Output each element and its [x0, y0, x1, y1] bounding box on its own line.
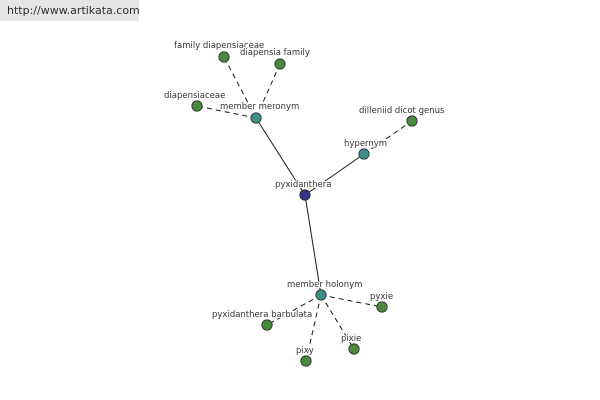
edge-member-meronym-to-family-diapensiaceae — [223, 56, 257, 119]
node-pyxidanthera-barbulata[interactable] — [261, 319, 273, 331]
labels-layer: pyxidanthera member meronym hypernym member… — [163, 40, 446, 357]
node-dilleniid-dicot-genus[interactable] — [406, 115, 418, 127]
node-hypernym[interactable] — [358, 148, 370, 160]
node-label-pyxidanthera: pyxidanthera — [275, 180, 331, 190]
node-diapensia-family[interactable] — [274, 58, 286, 70]
node-label-pixy: pixy — [296, 346, 314, 356]
node-pyxie[interactable] — [376, 301, 388, 313]
node-label-diapensia-family: diapensia family — [240, 48, 310, 58]
node-pixie[interactable] — [348, 343, 360, 355]
edge-member-meronym-to-diapensiaceae — [196, 105, 257, 119]
edge-member-holonym-to-pyxie — [320, 294, 383, 308]
node-family-diapensiaceae[interactable] — [218, 51, 230, 63]
node-pyxidanthera[interactable] — [299, 189, 311, 201]
edge-hypernym-to-dilleniid-dicot-genus — [363, 120, 413, 155]
node-label-member-meronym: member meronym — [220, 102, 299, 112]
node-pixy[interactable] — [300, 355, 312, 367]
url-link[interactable]: http://www.artikata.com — [7, 4, 140, 17]
edge-member-holonym-to-pyxidanthera-barbulata — [266, 294, 322, 326]
edge-member-holonym-to-pixy — [305, 294, 322, 362]
node-label-hypernym: hypernym — [344, 139, 387, 149]
edge-member-meronym-to-diapensia-family — [255, 63, 281, 119]
edge-pyxidanthera-to-member-holonym — [304, 194, 322, 296]
node-label-member-holonym: member holonym — [287, 280, 362, 290]
node-label-diapensiaceae: diapensiaceae — [164, 91, 225, 101]
node-label-pyxidanthera-barbulata: pyxidanthera barbulata — [212, 310, 312, 320]
edge-member-holonym-to-pixie — [320, 294, 355, 350]
edge-pyxidanthera-to-member-meronym — [255, 117, 306, 196]
node-label-pixie: pixie — [341, 334, 361, 344]
nodes-layer — [191, 51, 418, 367]
node-label-family-diapensiaceae: family diapensiaceae — [174, 41, 264, 51]
node-diapensiaceae[interactable] — [191, 100, 203, 112]
node-label-pyxie: pyxie — [370, 292, 393, 302]
node-member-holonym[interactable] — [315, 289, 327, 301]
edge-pyxidanthera-to-hypernym — [304, 153, 365, 196]
edges-layer — [196, 56, 413, 362]
node-member-meronym[interactable] — [250, 112, 262, 124]
url-banner: http://www.artikata.com — [0, 0, 140, 21]
node-label-dilleniid-dicot-genus: dilleniid dicot genus — [359, 106, 445, 116]
